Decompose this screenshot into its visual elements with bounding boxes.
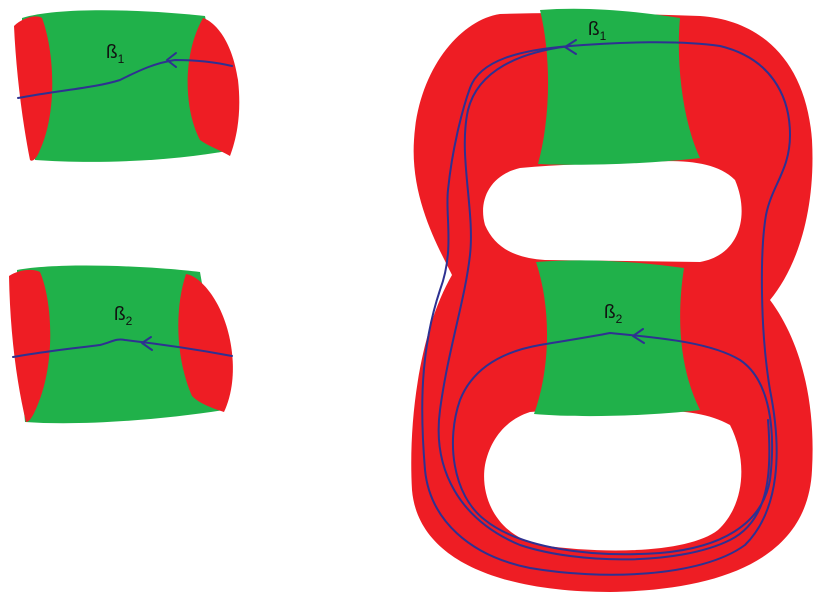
small-piece-beta2: ß2 [9, 265, 233, 424]
red-cap-right-piece1 [187, 18, 240, 156]
small-piece-beta1: ß1 [14, 10, 240, 162]
red-cap-left-piece1 [14, 16, 53, 161]
curve-beta1-large-inner [437, 45, 771, 561]
curve-beta1-small [17, 59, 233, 99]
curve-beta2-small [12, 338, 233, 358]
label-beta2-small: ß2 [114, 304, 133, 328]
red-cap-left-piece2 [9, 269, 51, 422]
green-band-bottom [534, 260, 700, 417]
green-band-top [538, 8, 700, 165]
green-band-piece2 [17, 265, 224, 424]
curve-beta1-large [421, 41, 791, 576]
green-band-piece1 [22, 10, 232, 162]
arrow-beta2-large [632, 328, 645, 344]
curve-beta2-large [451, 332, 774, 556]
large-surface: ß1 ß2 [411, 8, 813, 593]
label-beta1-large: ß1 [588, 19, 607, 43]
arrow-beta1-small [166, 52, 177, 68]
red-cap-right-piece2 [178, 274, 233, 412]
label-beta1-small: ß1 [106, 42, 125, 66]
label-beta2-large: ß2 [604, 302, 623, 326]
arrow-beta2-small [141, 336, 153, 351]
